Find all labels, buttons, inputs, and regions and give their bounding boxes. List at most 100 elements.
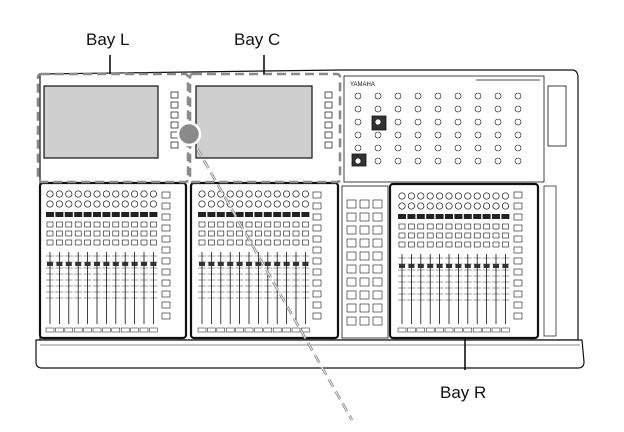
bay-c-strip-button bbox=[199, 240, 205, 245]
bay-c-strip-button bbox=[218, 231, 224, 236]
bay-r-side-control bbox=[514, 291, 522, 297]
callout-circle bbox=[178, 123, 200, 145]
bay-r-strip-knob bbox=[493, 203, 499, 209]
bay-r-strip-display bbox=[501, 214, 509, 219]
bay-r-strip-display bbox=[492, 214, 500, 219]
bay-r-strip-bottom-button bbox=[501, 328, 509, 332]
selected-channel-knob bbox=[475, 106, 481, 112]
bay-r-strip-knob bbox=[446, 203, 452, 209]
center-control-key bbox=[347, 252, 356, 260]
bay-r-strip-button bbox=[474, 233, 480, 238]
bay-l-side-control bbox=[162, 225, 170, 231]
bay-r-strip-knob bbox=[502, 203, 508, 209]
bay-r-strip-knob bbox=[408, 193, 414, 199]
bay-l-strip-fader-cap bbox=[66, 262, 72, 266]
bay-l-strip-button bbox=[94, 231, 100, 236]
bay-l-touchscreen bbox=[44, 86, 158, 158]
bay-l-strip-display bbox=[65, 212, 73, 217]
bay-r-strip-button bbox=[493, 233, 499, 238]
bay-r-strip-display bbox=[417, 214, 425, 219]
bay-r-strip-button bbox=[455, 233, 461, 238]
bay-c-strip-button bbox=[227, 222, 233, 227]
bay-r-strip-bottom-button bbox=[417, 328, 425, 332]
bay-r-strip-bottom-button bbox=[473, 328, 481, 332]
selected-channel-knob bbox=[495, 158, 501, 164]
bay-r-strip-button bbox=[455, 242, 461, 247]
selected-channel-knob bbox=[455, 119, 461, 125]
bay-l-strip-knob bbox=[113, 201, 119, 207]
bay-l-strip-bottom-button bbox=[140, 328, 148, 332]
bay-r-strip-knob bbox=[455, 203, 461, 209]
bay-l-strip-knob bbox=[47, 201, 53, 207]
bay-l-strip-knob bbox=[75, 191, 81, 197]
bay-r-strip-button bbox=[465, 224, 471, 229]
bay-l-strip-button bbox=[113, 240, 119, 245]
bay-r-side-control bbox=[514, 280, 522, 286]
center-control-key bbox=[360, 317, 369, 325]
bay-c-strip-button bbox=[265, 231, 271, 236]
bay-l-strip-fader-cap bbox=[85, 262, 91, 266]
bay-l-strip-knob bbox=[84, 201, 90, 207]
bay-r-strip-button bbox=[502, 233, 508, 238]
selected-channel-knob bbox=[475, 158, 481, 164]
selected-channel-knob bbox=[475, 93, 481, 99]
center-control-key bbox=[360, 239, 369, 247]
bay-c-strip-display bbox=[245, 212, 253, 217]
bay-r-strip-button bbox=[427, 233, 433, 238]
bay-c-side-control bbox=[313, 247, 321, 253]
bay-r-strip-bottom-button bbox=[407, 328, 415, 332]
bay-c-strip-button bbox=[199, 231, 205, 236]
bay-r-strip-button bbox=[484, 224, 490, 229]
bay-c-strip-knob bbox=[236, 201, 242, 207]
bay-c-strip-knob bbox=[274, 201, 280, 207]
bay-l-strip-button bbox=[141, 222, 147, 227]
bay-r-strip-fader-cap bbox=[465, 264, 471, 268]
bay-c-side-control bbox=[313, 236, 321, 242]
bay-l-strip-button bbox=[85, 240, 91, 245]
bay-l-strip-bottom-button bbox=[74, 328, 82, 332]
bay-r-strip-button bbox=[465, 233, 471, 238]
center-control-key bbox=[360, 213, 369, 221]
center-control-key bbox=[360, 291, 369, 299]
bay-l-strip-knob bbox=[141, 201, 147, 207]
bay-l-strip-button bbox=[47, 222, 53, 227]
bay-r-strip-fader-cap bbox=[446, 264, 452, 268]
bay-l-strip-fader-cap bbox=[103, 262, 109, 266]
bay-l-strip-display bbox=[131, 212, 139, 217]
bay-l-strip-display bbox=[93, 212, 101, 217]
bay-l-strip-button bbox=[132, 231, 138, 236]
bay-c-strip-display bbox=[292, 212, 300, 217]
bay-r-strip-fader-cap bbox=[408, 264, 414, 268]
bay-c-strip-display bbox=[264, 212, 272, 217]
selected-channel-knob bbox=[515, 132, 521, 138]
selected-channel-knob bbox=[495, 119, 501, 125]
bay-r-strip-knob bbox=[493, 193, 499, 199]
bay-l-strip-button bbox=[47, 240, 53, 245]
selected-channel-knob bbox=[495, 145, 501, 151]
bay-r-strip-bottom-button bbox=[483, 328, 491, 332]
bay-l-strip-bottom-button bbox=[46, 328, 54, 332]
selected-channel-knob bbox=[415, 119, 421, 125]
selected-channel-panel: YAMAHA bbox=[344, 76, 566, 182]
bay-r-strip-display bbox=[454, 214, 462, 219]
bay-r-strip-button bbox=[408, 224, 414, 229]
bay-c-strip-bottom-button bbox=[273, 328, 281, 332]
bay-l-strip-button bbox=[122, 240, 128, 245]
bay-r-strip-knob bbox=[399, 203, 405, 209]
bay-c-strip-button bbox=[208, 222, 214, 227]
bay-c-strip-knob bbox=[236, 191, 242, 197]
bay-l-strip-display bbox=[140, 212, 148, 217]
bay-r-strip-button bbox=[408, 242, 414, 247]
bay-l-strip-button bbox=[122, 231, 128, 236]
selected-channel-knob bbox=[495, 106, 501, 112]
bay-c-side-control bbox=[313, 258, 321, 264]
bay-c-strip-button bbox=[265, 222, 271, 227]
bay-l-strip-fader-cap bbox=[56, 262, 62, 266]
bay-c-strip-fader-cap bbox=[293, 262, 299, 266]
bay-r-strip-knob bbox=[474, 203, 480, 209]
selected-channel-knob bbox=[455, 158, 461, 164]
selected-channel-knob bbox=[475, 145, 481, 151]
selected-channel-knob bbox=[435, 145, 441, 151]
selected-channel-knob bbox=[415, 93, 421, 99]
bay-r-strip-fader-cap bbox=[455, 264, 461, 268]
